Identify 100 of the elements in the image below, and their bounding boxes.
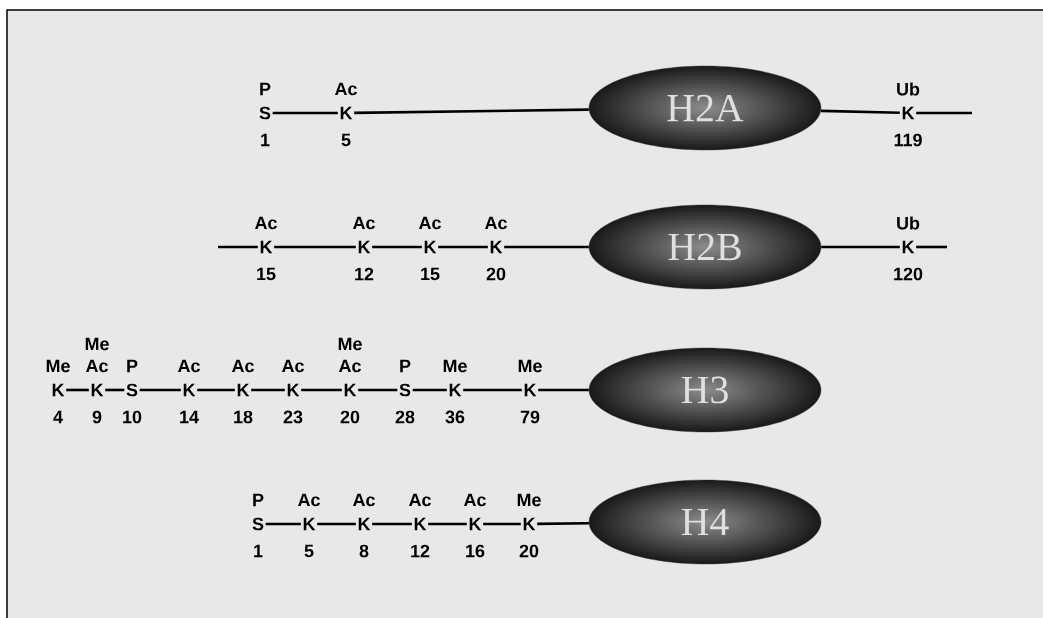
residue-number: 8 <box>359 544 369 558</box>
residue-letter: K <box>449 383 462 397</box>
residue-letter: K <box>902 106 915 120</box>
modification-label: Me <box>443 359 467 373</box>
modification-label: Ac <box>464 493 486 507</box>
residue-letter: K <box>524 383 537 397</box>
residue-letter: K <box>414 517 427 531</box>
residue-number: 20 <box>340 410 360 424</box>
connecting-line <box>197 388 235 392</box>
connecting-line <box>412 388 447 392</box>
residue-letter: K <box>340 106 353 120</box>
modification-label: Ac <box>419 216 441 230</box>
modification-label: Ub <box>897 216 920 230</box>
modification-label: Ac <box>255 216 277 230</box>
residue-letter: K <box>523 517 536 531</box>
residue-number: 28 <box>395 410 415 424</box>
modification-label: Ac <box>485 216 507 230</box>
modification-label: Ub <box>897 82 920 96</box>
residue-letter: K <box>358 240 371 254</box>
residue-number: 20 <box>519 544 539 558</box>
connecting-line <box>358 388 398 392</box>
modification-label: Me <box>517 493 541 507</box>
residue-number: 10 <box>123 410 142 424</box>
modification-label: Ac <box>409 493 431 507</box>
modification-label: Me <box>338 337 362 351</box>
connecting-line <box>274 245 356 249</box>
residue-letter: K <box>183 383 196 397</box>
modification-label: P <box>253 493 264 507</box>
modification-label: Me <box>46 359 70 373</box>
connecting-line <box>301 388 342 392</box>
modification-label: Me <box>518 359 542 373</box>
residue-letter: S <box>259 106 271 120</box>
residue-letter: K <box>902 240 915 254</box>
residue-letter: K <box>469 517 482 531</box>
residue-number: 79 <box>520 410 540 424</box>
connecting-line <box>251 388 285 392</box>
residue-number: 15 <box>257 267 276 281</box>
modification-label: Ac <box>335 82 357 96</box>
residue-letter: K <box>260 240 273 254</box>
residue-number: 36 <box>445 410 465 424</box>
connecting-line <box>538 388 589 392</box>
connecting-line <box>372 522 412 526</box>
connecting-line <box>218 245 258 249</box>
residue-letter: K <box>358 517 371 531</box>
connecting-line <box>821 245 900 249</box>
modification-label: P <box>127 359 138 373</box>
residue-number: 15 <box>421 267 440 281</box>
modification-label: Me <box>85 337 109 351</box>
residue-number: 9 <box>92 410 102 424</box>
residue-number: 5 <box>341 133 351 147</box>
residue-letter: K <box>287 383 300 397</box>
residue-number: 119 <box>894 133 922 147</box>
modification-label: Ac <box>353 216 375 230</box>
connecting-line <box>820 109 900 115</box>
residue-letter: K <box>52 383 65 397</box>
connecting-line <box>428 522 467 526</box>
residue-letter: K <box>424 240 437 254</box>
residue-number: 4 <box>53 410 63 424</box>
modification-label: Ac <box>298 493 320 507</box>
residue-number: 12 <box>355 267 374 281</box>
residue-letter: S <box>126 383 138 397</box>
connecting-line <box>537 522 589 526</box>
residue-letter: K <box>91 383 104 397</box>
connecting-line <box>372 245 422 249</box>
connecting-line <box>139 388 181 392</box>
connecting-line <box>916 245 947 249</box>
modification-label: Ac <box>339 359 361 373</box>
connecting-line <box>463 388 522 392</box>
connecting-line <box>265 522 301 526</box>
modification-label: P <box>260 82 271 96</box>
residue-number: 1 <box>261 133 270 147</box>
residue-number: 120 <box>894 267 923 281</box>
modification-label: Ac <box>353 493 375 507</box>
residue-number: 18 <box>234 410 253 424</box>
residue-number: 1 <box>254 544 263 558</box>
residue-letter: K <box>490 240 503 254</box>
residue-letter: K <box>303 517 316 531</box>
connecting-line <box>105 388 125 392</box>
residue-letter: S <box>252 517 264 531</box>
modification-label: Ac <box>232 359 254 373</box>
modification-label: P <box>400 359 411 373</box>
modification-label: Ac <box>86 359 108 373</box>
modification-label: Ac <box>178 359 200 373</box>
connecting-line <box>317 522 356 526</box>
connecting-line <box>438 245 488 249</box>
connecting-line <box>916 111 972 115</box>
connecting-line <box>504 245 589 249</box>
residue-letter: K <box>344 383 357 397</box>
connecting-line <box>483 522 521 526</box>
residue-number: 14 <box>180 410 199 424</box>
connecting-line <box>354 108 589 115</box>
residue-number: 12 <box>411 544 430 558</box>
residue-letter: S <box>399 383 411 397</box>
connecting-line <box>272 111 338 115</box>
residue-number: 5 <box>304 544 314 558</box>
residue-number: 23 <box>283 410 303 424</box>
residue-number: 20 <box>486 267 506 281</box>
residue-number: 16 <box>466 544 485 558</box>
residue-letter: K <box>237 383 250 397</box>
modification-label: Ac <box>282 359 304 373</box>
